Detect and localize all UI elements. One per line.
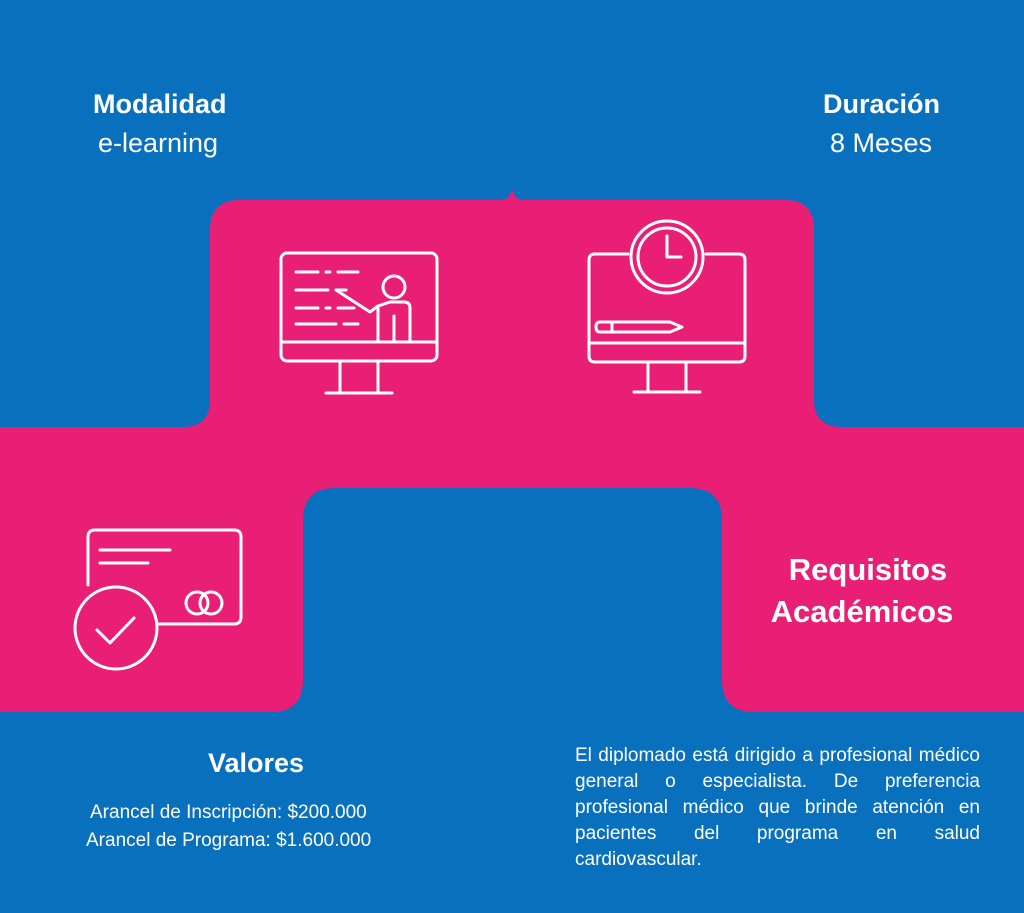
upper-pink-block xyxy=(0,185,1024,740)
monitor-clock-pencil-icon xyxy=(587,219,747,394)
requisitos-title-line2: Académicos xyxy=(770,594,954,629)
online-teacher-monitor-icon xyxy=(279,251,439,395)
center-blue-cutout xyxy=(0,488,1024,913)
valores-line-programa: Arancel de Programa: $1.600.000 xyxy=(86,830,372,851)
requisitos-description: El diplomado está dirigido a profesional… xyxy=(575,745,980,870)
modalidad-title: Modalidad xyxy=(93,89,227,119)
modalidad-value: e-learning xyxy=(98,128,219,158)
duracion-value: 8 Meses xyxy=(830,128,933,158)
valores-line-inscripcion: Arancel de Inscripción: $200.000 xyxy=(90,802,367,823)
duracion-title: Duración xyxy=(823,89,941,119)
requisitos-title-line1: Requisitos xyxy=(788,552,948,587)
valores-title: Valores xyxy=(208,748,305,778)
credit-card-check-icon xyxy=(73,528,243,671)
